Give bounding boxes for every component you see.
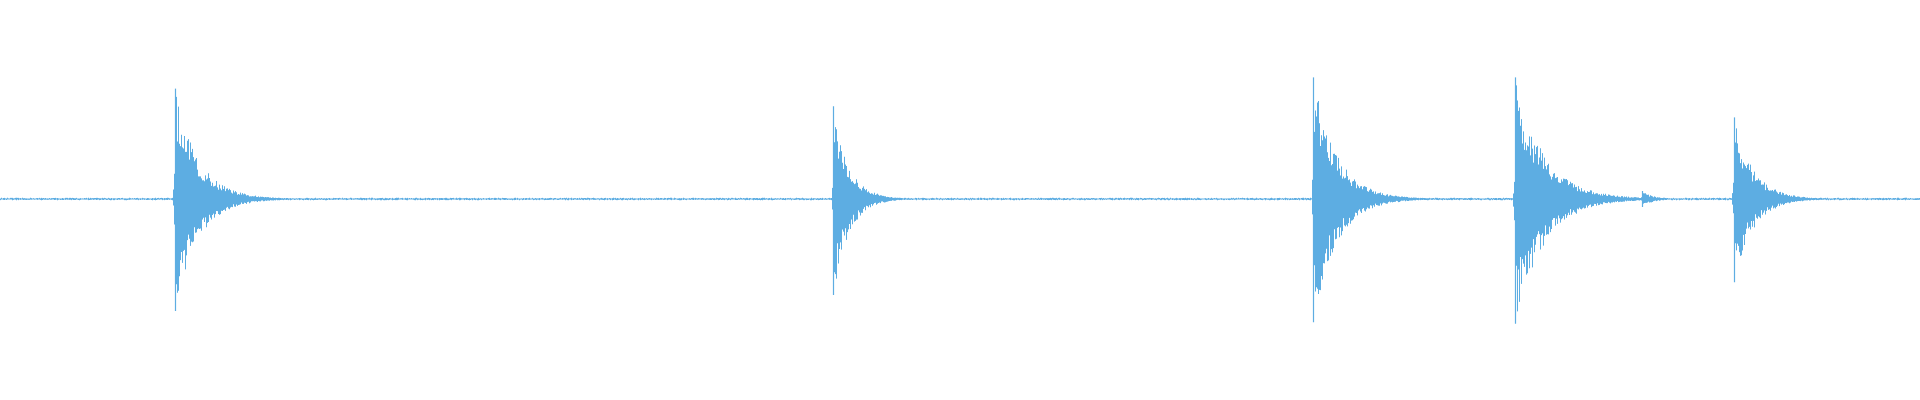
waveform-path [0, 85, 1920, 312]
waveform-samples [0, 77, 1920, 324]
